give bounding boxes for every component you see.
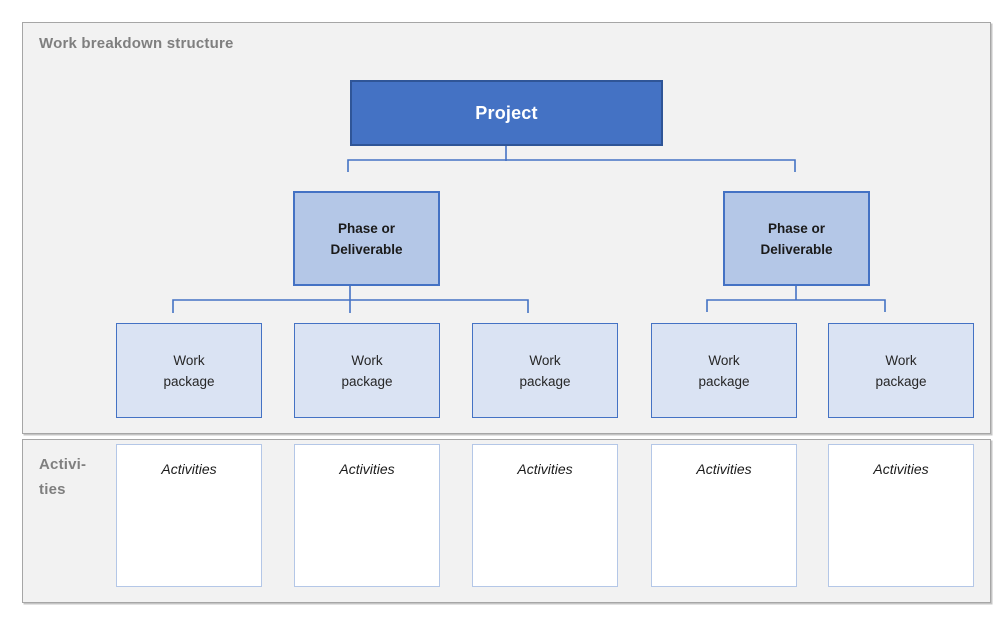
wp-label-line: package (341, 373, 393, 389)
activities-box-5: Activities (828, 444, 974, 587)
work-package-box-1-label: Work package (163, 350, 214, 392)
wp-label-line: Work (173, 352, 205, 368)
phase-label-line: Phase or (337, 220, 395, 236)
wbs-panel-title: Work breakdown structure (39, 35, 234, 52)
activities-panel-label-line: ties (39, 481, 66, 498)
activities-box-1-label: Activities (161, 461, 217, 477)
wp-label-line: package (163, 373, 215, 389)
wp-label-line: Work (708, 352, 740, 368)
phase-box-2-label: Phase or Deliverable (760, 218, 832, 260)
phase-box-1: Phase or Deliverable (293, 191, 440, 286)
activities-box-3: Activities (472, 444, 618, 587)
activities-box-4-label: Activities (696, 461, 752, 477)
phase-label-line: Deliverable (760, 241, 833, 257)
activities-box-5-label: Activities (873, 461, 929, 477)
activities-box-2-label: Activities (339, 461, 395, 477)
activities-box-2: Activities (294, 444, 440, 587)
wp-label-line: package (875, 373, 927, 389)
work-package-box-3-label: Work package (519, 350, 570, 392)
wp-label-line: Work (885, 352, 917, 368)
activities-panel-label-line: Activi- (39, 456, 87, 473)
wp-label-line: package (698, 373, 750, 389)
activities-box-3-label: Activities (517, 461, 573, 477)
work-package-box-5: Work package (828, 323, 974, 418)
activities-box-1: Activities (116, 444, 262, 587)
project-box: Project (350, 80, 663, 146)
work-package-box-5-label: Work package (875, 350, 926, 392)
work-package-box-1: Work package (116, 323, 262, 418)
work-package-box-2: Work package (294, 323, 440, 418)
work-package-box-4: Work package (651, 323, 797, 418)
phase-label-line: Deliverable (330, 241, 403, 257)
wp-label-line: package (519, 373, 571, 389)
activities-box-4: Activities (651, 444, 797, 587)
activities-panel-label: Activi- ties (39, 452, 86, 502)
work-package-box-2-label: Work package (341, 350, 392, 392)
work-package-box-3: Work package (472, 323, 618, 418)
work-package-box-4-label: Work package (698, 350, 749, 392)
project-box-label: Project (475, 102, 538, 123)
phase-box-1-label: Phase or Deliverable (330, 218, 402, 260)
phase-label-line: Phase or (767, 220, 825, 236)
wp-label-line: Work (351, 352, 383, 368)
wp-label-line: Work (529, 352, 561, 368)
phase-box-2: Phase or Deliverable (723, 191, 870, 286)
